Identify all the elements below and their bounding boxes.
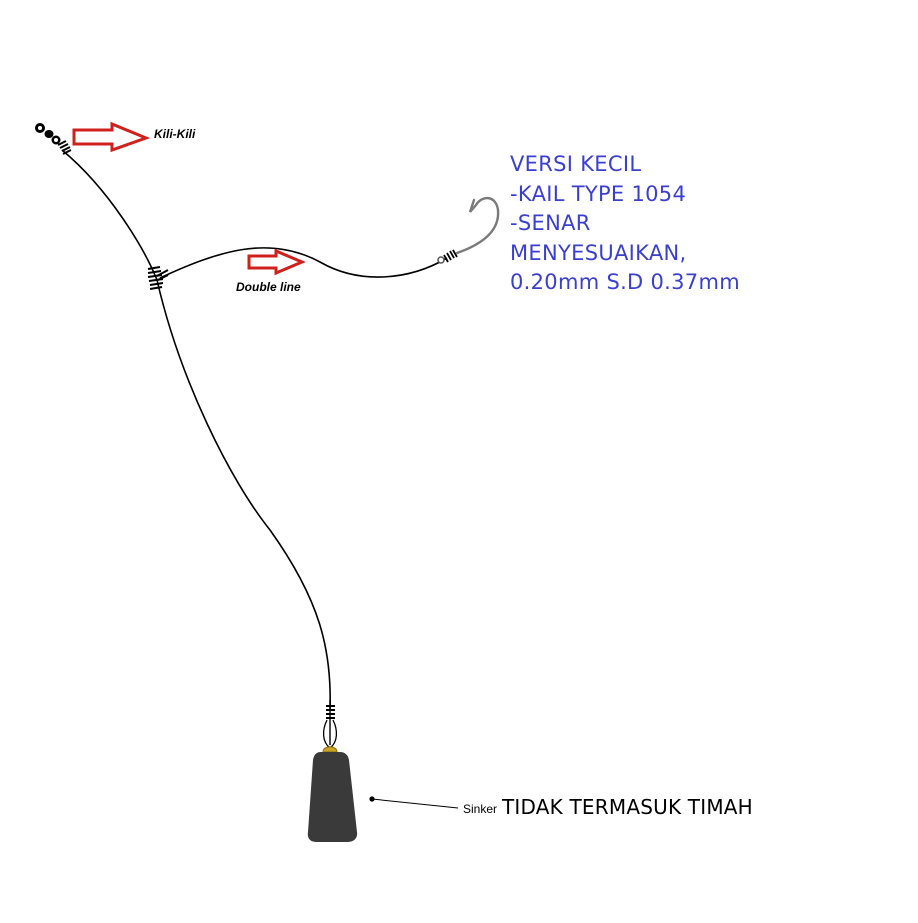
- spec-line: -KAIL TYPE 1054: [510, 181, 687, 206]
- sinker-label: Sinker: [463, 802, 498, 816]
- spec-line: VERSI KECIL: [510, 152, 642, 176]
- main-line: [61, 149, 332, 711]
- swivel-label: Kili-Kili: [154, 127, 196, 141]
- junction-knot: [147, 266, 169, 290]
- sinker-note: TIDAK TERMASUK TIMAH: [502, 795, 753, 819]
- sinker-cap: [322, 746, 338, 753]
- double-line-pointer-arrow: [247, 248, 306, 276]
- sinker-weight-icon: [307, 752, 358, 842]
- sinker-label-line: [371, 798, 459, 809]
- spec-line: -SENAR: [510, 211, 591, 235]
- double-line-label: Double line: [236, 280, 301, 294]
- fishing-hook-icon: [455, 196, 500, 255]
- hook-eye: [437, 256, 445, 264]
- spec-line: 0.20mm S.D 0.37mm: [510, 270, 740, 294]
- swivel-pointer-arrow: [72, 121, 151, 153]
- spec-line: MENYESUAIKAN,: [510, 240, 687, 265]
- swivel-icon: [35, 123, 72, 155]
- sinker-knot: [326, 705, 335, 719]
- double-line-branch: [159, 247, 448, 279]
- hook-knot: [443, 249, 458, 263]
- spec-text-block: VERSI KECIL -KAIL TYPE 1054 -SENAR MENYE…: [510, 150, 740, 298]
